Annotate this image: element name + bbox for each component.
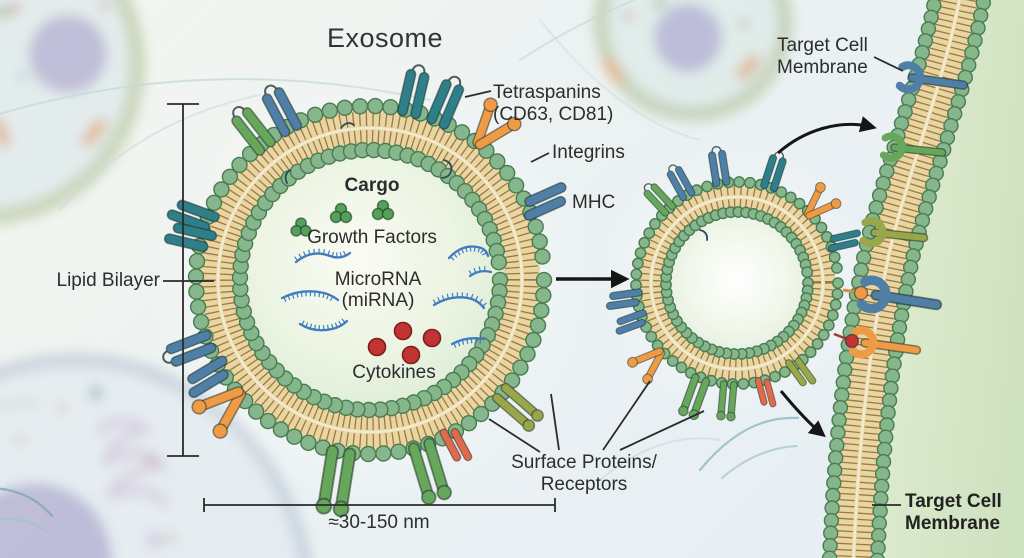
ligand-stem xyxy=(842,288,857,294)
mirna-strand xyxy=(298,319,349,332)
label-target-cell-membrane-top: Target Cell Membrane xyxy=(777,35,868,79)
label-line: Surface Proteins/ xyxy=(511,452,657,473)
label-microrna: MicroRNA (miRNA) xyxy=(335,269,422,311)
size-bracket xyxy=(203,498,556,512)
uptake-arrow-bottom-icon xyxy=(779,390,826,438)
annotation-lines xyxy=(163,56,904,512)
background-cell-bottom-left xyxy=(0,353,312,558)
mirna-strand xyxy=(280,290,340,302)
integrins-leader xyxy=(530,152,550,163)
cytokine-molecule xyxy=(367,337,387,357)
label-target-cell-membrane-bottom: Target Cell Membrane xyxy=(905,491,1002,535)
cytokine-molecule xyxy=(393,321,413,341)
label-line: Target Cell xyxy=(905,491,1002,512)
exosome-lumen xyxy=(232,142,508,418)
target-cell-interior xyxy=(853,0,1024,558)
exosome-surface-proteins xyxy=(158,61,574,519)
label-line: MicroRNA xyxy=(334,269,422,290)
mirna-strand xyxy=(432,296,486,310)
label-lipid-bilayer: Lipid Bilayer xyxy=(56,270,161,291)
mirna-strand xyxy=(468,269,493,278)
small-exosome-lipid-bilayer xyxy=(630,176,844,390)
ligand-ball xyxy=(853,285,869,301)
page-title: Exosome xyxy=(326,23,444,53)
cytokine-molecules xyxy=(367,321,442,365)
background-cell-top-left xyxy=(0,0,145,225)
small-exosome-surface-proteins xyxy=(604,144,864,422)
label-line: Target Cell xyxy=(777,35,868,56)
mirna-strand xyxy=(294,251,352,264)
label-line: Receptors xyxy=(540,474,628,495)
label-growth-factors: Growth Factors xyxy=(307,227,437,248)
background-cell-top-middle xyxy=(593,0,793,122)
target-cell-top-leader xyxy=(873,56,904,72)
peptide-loop xyxy=(284,169,291,184)
exosome-cargo xyxy=(280,199,493,365)
binding-arrow-top-icon xyxy=(777,116,877,155)
ligand-ball xyxy=(844,333,860,349)
cytokine-molecule xyxy=(422,328,442,348)
arrows xyxy=(556,116,877,438)
label-size-range: ≈30-150 nm xyxy=(328,512,430,533)
label-mhc: MHC xyxy=(572,192,616,213)
label-line: Membrane xyxy=(777,57,868,78)
label-surface-proteins: Surface Proteins/ Receptors xyxy=(511,452,657,496)
label-tetraspanins: Tetraspanins (CD63, CD81) xyxy=(493,82,613,126)
tetraspanins-leader xyxy=(464,90,492,98)
label-line: (CD63, CD81) xyxy=(493,104,614,125)
peptide-loop xyxy=(699,229,709,241)
label-cytokines: Cytokines xyxy=(352,362,436,383)
label-line: Membrane xyxy=(905,513,1001,534)
mirna-strand xyxy=(447,245,490,260)
ligand-stem xyxy=(833,332,848,341)
cytokine-molecule xyxy=(401,345,421,365)
label-line: Tetraspanins xyxy=(493,82,601,103)
small-exosome-lumen xyxy=(660,206,814,360)
label-line: (miRNA) xyxy=(341,290,415,311)
label-cargo: Cargo xyxy=(344,175,400,196)
peptide-loop xyxy=(340,122,355,129)
peptide-loop xyxy=(441,159,453,179)
label-integrins: Integrins xyxy=(552,142,625,163)
target-cell-receptors xyxy=(833,64,969,362)
surface-proteins-leaders xyxy=(488,380,705,453)
diameter-bracket xyxy=(167,103,199,457)
